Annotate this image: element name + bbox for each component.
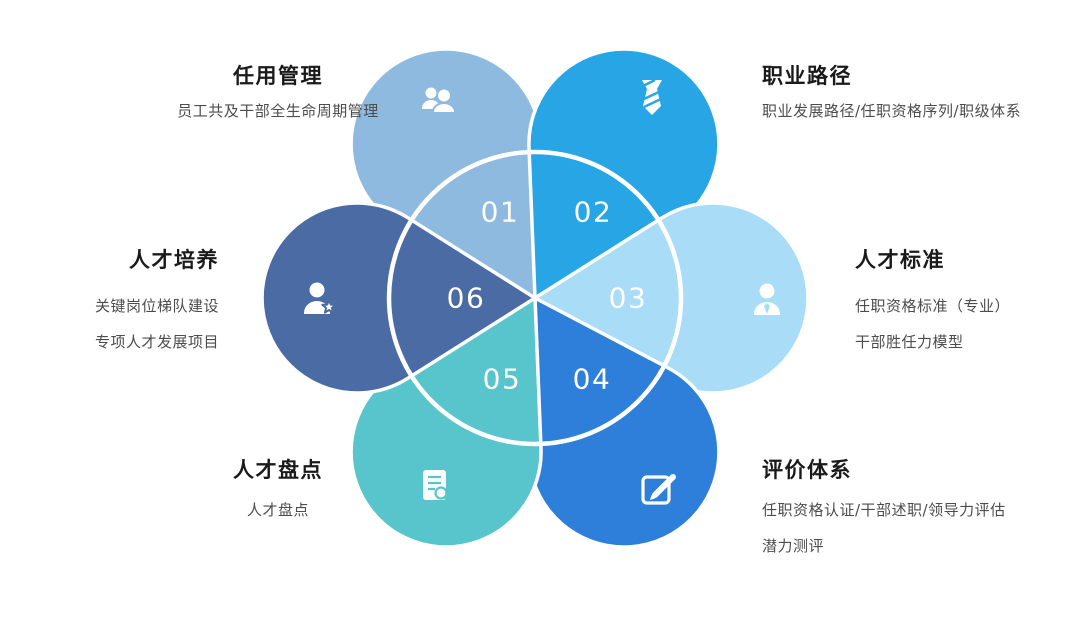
petals (260, 47, 810, 549)
petal-appointment (349, 47, 543, 300)
section-career-path: 职业路径 职业发展路径/任职资格序列/职级体系 (762, 62, 1021, 126)
section-title: 人才培养 (129, 248, 219, 272)
section-title: 人才盘点 (233, 458, 323, 482)
section-talent-review: 人才盘点 人才盘点 (118, 456, 438, 528)
section-desc: 人才盘点 (118, 492, 438, 528)
desc-line: 职业发展路径/任职资格序列/职级体系 (762, 102, 1022, 120)
petal-evaluation (527, 296, 721, 549)
section-desc: 任职资格标准（专业） 干部胜任力模型 (855, 288, 1010, 360)
section-title: 职业路径 (762, 64, 852, 88)
section-desc: 员工共及干部全生命周期管理 (118, 96, 438, 126)
petal-number-06: 06 (447, 282, 486, 315)
section-talent-standard: 人才标准 任职资格标准（专业） 干部胜任力模型 (855, 246, 1010, 360)
section-appointment: 任用管理 员工共及干部全生命周期管理 (118, 62, 438, 126)
users-icon (422, 87, 456, 114)
section-title: 任用管理 (233, 64, 323, 88)
user-icon (754, 283, 780, 315)
desc-line: 员工共及干部全生命周期管理 (177, 102, 379, 120)
petal-icons (304, 78, 780, 505)
desc-line: 潜力测评 (762, 537, 825, 555)
petal-number-01: 01 (481, 196, 520, 229)
section-title: 人才标准 (855, 248, 945, 272)
user-star-icon (304, 282, 337, 314)
section-talent-development: 人才培养 关键岗位梯队建设 专项人才发展项目 (95, 246, 219, 360)
petal-talent-development (260, 201, 537, 395)
tie-icon (642, 78, 662, 115)
desc-line: 专项人才发展项目 (94, 333, 219, 351)
section-desc: 任职资格认证/干部述职/领导力评估 潜力测评 (762, 492, 1006, 564)
petal-talent-standard (533, 201, 810, 395)
petal-talent-review (349, 296, 543, 549)
section-desc: 职业发展路径/任职资格序列/职级体系 (762, 96, 1021, 126)
petal-number-05: 05 (483, 363, 522, 396)
desc-line: 任职资格标准（专业） (855, 297, 1011, 315)
petal-number-04: 04 (573, 363, 612, 396)
petal-number-02: 02 (574, 196, 613, 229)
edit-icon (641, 474, 676, 505)
section-title: 评价体系 (762, 458, 852, 482)
petal-numbers: 01 02 03 04 05 06 (447, 196, 648, 396)
report-search-icon (423, 470, 452, 504)
desc-line: 任职资格认证/干部述职/领导力评估 (762, 501, 1006, 519)
section-evaluation: 评价体系 任职资格认证/干部述职/领导力评估 潜力测评 (762, 456, 1006, 564)
desc-line: 干部胜任力模型 (855, 333, 964, 351)
petal-career-path (527, 47, 721, 300)
section-desc: 关键岗位梯队建设 专项人才发展项目 (95, 288, 219, 360)
desc-line: 关键岗位梯队建设 (94, 297, 219, 315)
desc-line: 人才盘点 (246, 501, 309, 519)
center-ring (386, 149, 684, 447)
petal-number-03: 03 (609, 282, 648, 315)
